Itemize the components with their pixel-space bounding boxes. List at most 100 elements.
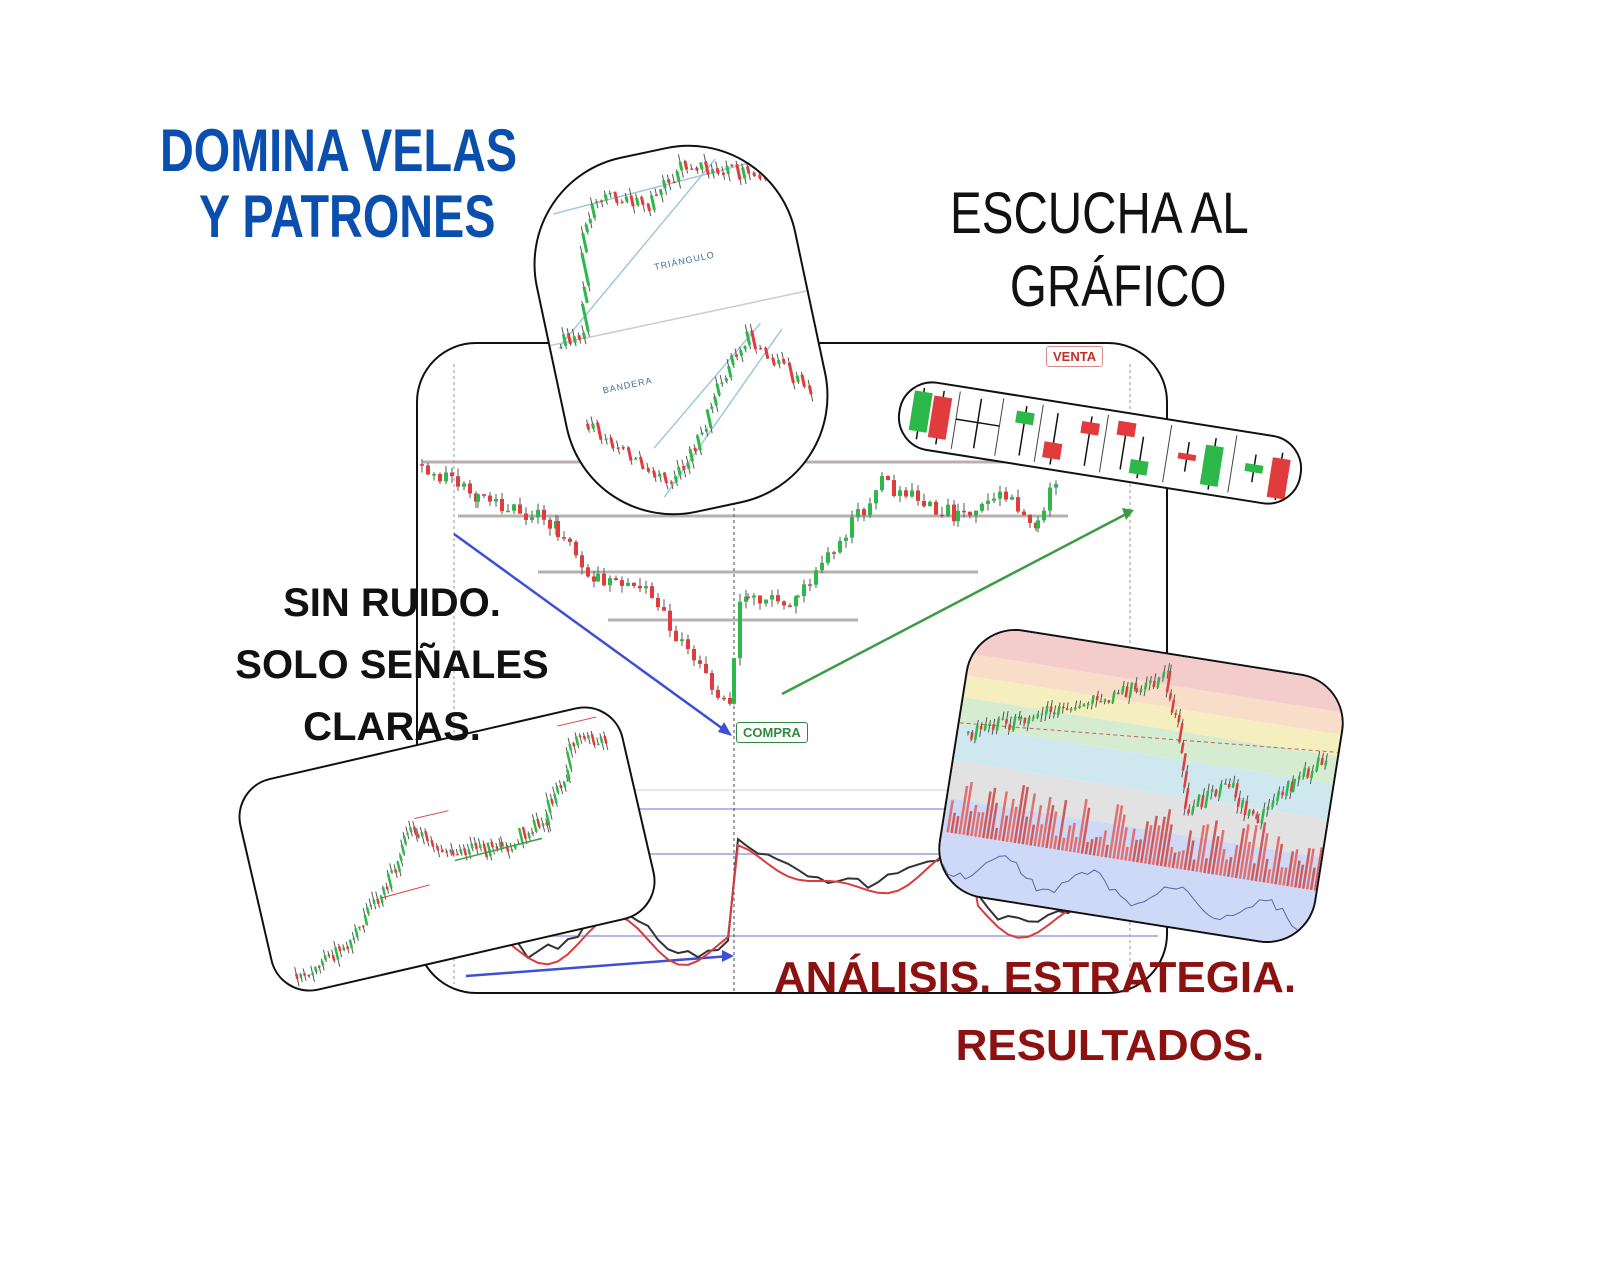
- fib-volume-bar: [974, 812, 981, 837]
- pattern-candle: [561, 334, 568, 347]
- strip-candle-wick: [972, 398, 983, 449]
- main-candle: [494, 498, 498, 502]
- main-candle: [562, 537, 566, 539]
- fib-volume-bar: [1076, 798, 1088, 854]
- fib-volume-bar: [1230, 844, 1239, 878]
- fib-volume-bar: [958, 785, 969, 835]
- fib-volume-bar: [1072, 836, 1078, 853]
- breakout-candle: [385, 886, 389, 890]
- candle-patterns-strip: [893, 376, 1307, 510]
- fib-volume-bar: [1301, 847, 1311, 889]
- main-candle: [974, 510, 978, 516]
- fib-volume-bar: [954, 815, 960, 834]
- pattern-candle: [673, 475, 678, 483]
- breakout-candle: [412, 826, 418, 836]
- main-candle: [946, 504, 950, 516]
- main-candle: [680, 639, 684, 642]
- main-candle: [574, 541, 578, 556]
- main-candle: [650, 586, 654, 598]
- breakout-candle: [456, 853, 459, 856]
- fib-volume-bar: [1262, 858, 1269, 883]
- strip-divider: [1033, 404, 1044, 463]
- breakout-candle: [545, 813, 551, 826]
- fib-candle: [1234, 783, 1239, 798]
- main-candle: [992, 498, 996, 501]
- strip-divider: [994, 398, 1005, 456]
- fib-candle: [1231, 782, 1235, 788]
- fib-candle: [1017, 716, 1021, 719]
- breakout-candle: [559, 784, 563, 789]
- pattern-candle: [646, 203, 652, 212]
- breakout-candle: [531, 831, 534, 835]
- pattern-candle: [727, 365, 733, 378]
- pattern-candle: [604, 438, 608, 441]
- fib-candle: [979, 725, 983, 730]
- fib-candle: [1027, 716, 1031, 725]
- fib-candle: [1191, 805, 1195, 815]
- fib-volume-bar: [1029, 824, 1036, 846]
- breakout-candle: [517, 827, 524, 843]
- breakout-candle: [505, 844, 510, 852]
- main-candle: [438, 473, 442, 482]
- fib-candle: [1165, 670, 1172, 693]
- fib-volume-bar: [1120, 827, 1128, 861]
- fib-candle: [1107, 699, 1111, 703]
- pattern-candle: [595, 422, 603, 441]
- main-candle: [614, 578, 618, 581]
- fib-volume-bar: [1167, 846, 1174, 868]
- pattern-candle: [695, 435, 702, 451]
- pattern-candle: [705, 409, 713, 429]
- fib-volume-bar: [1132, 839, 1139, 862]
- main-candle: [758, 595, 762, 604]
- breakout-candle: [463, 847, 468, 856]
- main-candle: [602, 573, 606, 586]
- fib-candle-wick: [979, 722, 983, 737]
- breakout-candle: [555, 785, 560, 794]
- buy-signal-label: COMPRA: [736, 722, 808, 743]
- pattern-candle: [704, 428, 709, 432]
- breakout-candle: [396, 861, 402, 873]
- main-candle: [444, 472, 448, 482]
- main-candle: [788, 605, 792, 607]
- pattern-candle: [745, 331, 752, 346]
- breakout-candle: [346, 946, 350, 950]
- fib-volume-bar: [1041, 796, 1052, 848]
- main-candle: [626, 582, 630, 586]
- fib-volume-bar: [1187, 840, 1195, 871]
- pattern-candle: [649, 195, 656, 211]
- pattern-candle: [721, 172, 726, 176]
- main-candle: [524, 513, 528, 520]
- pattern-candle: [658, 189, 663, 196]
- main-candle: [644, 586, 648, 589]
- fib-candle: [1276, 791, 1281, 802]
- fib-candle: [991, 724, 996, 730]
- pattern-candle: [599, 200, 604, 203]
- breakout-candle: [409, 827, 413, 833]
- pattern-candle: [752, 172, 757, 177]
- pattern-candle: [710, 406, 714, 410]
- pattern-candle: [771, 357, 776, 366]
- main-candle: [710, 673, 714, 690]
- main-candle: [556, 521, 560, 538]
- fib-candle: [1040, 713, 1044, 716]
- breakout-candle: [568, 743, 573, 751]
- fib-volume-bar: [1282, 867, 1288, 886]
- fib-candle: [1183, 770, 1189, 788]
- breakout-candle: [440, 849, 444, 853]
- pattern-candle: [654, 194, 659, 197]
- strip-candle: [1042, 441, 1063, 460]
- pattern-candle: [581, 232, 589, 253]
- pattern-candle: [621, 446, 625, 449]
- fib-candle: [1200, 794, 1205, 808]
- breakout-candle-wick: [509, 842, 513, 853]
- fib-volume-bar: [1290, 849, 1299, 887]
- breakout-candle: [490, 841, 495, 848]
- fib-volume-bar: [1116, 814, 1126, 860]
- fib-candle: [1061, 706, 1065, 709]
- main-candle: [764, 599, 768, 604]
- fib-candle: [1285, 780, 1290, 796]
- main-candle: [716, 689, 720, 698]
- pattern-candle: [646, 467, 651, 472]
- fib-candle: [1156, 676, 1161, 688]
- fib-volume-bar: [946, 800, 954, 833]
